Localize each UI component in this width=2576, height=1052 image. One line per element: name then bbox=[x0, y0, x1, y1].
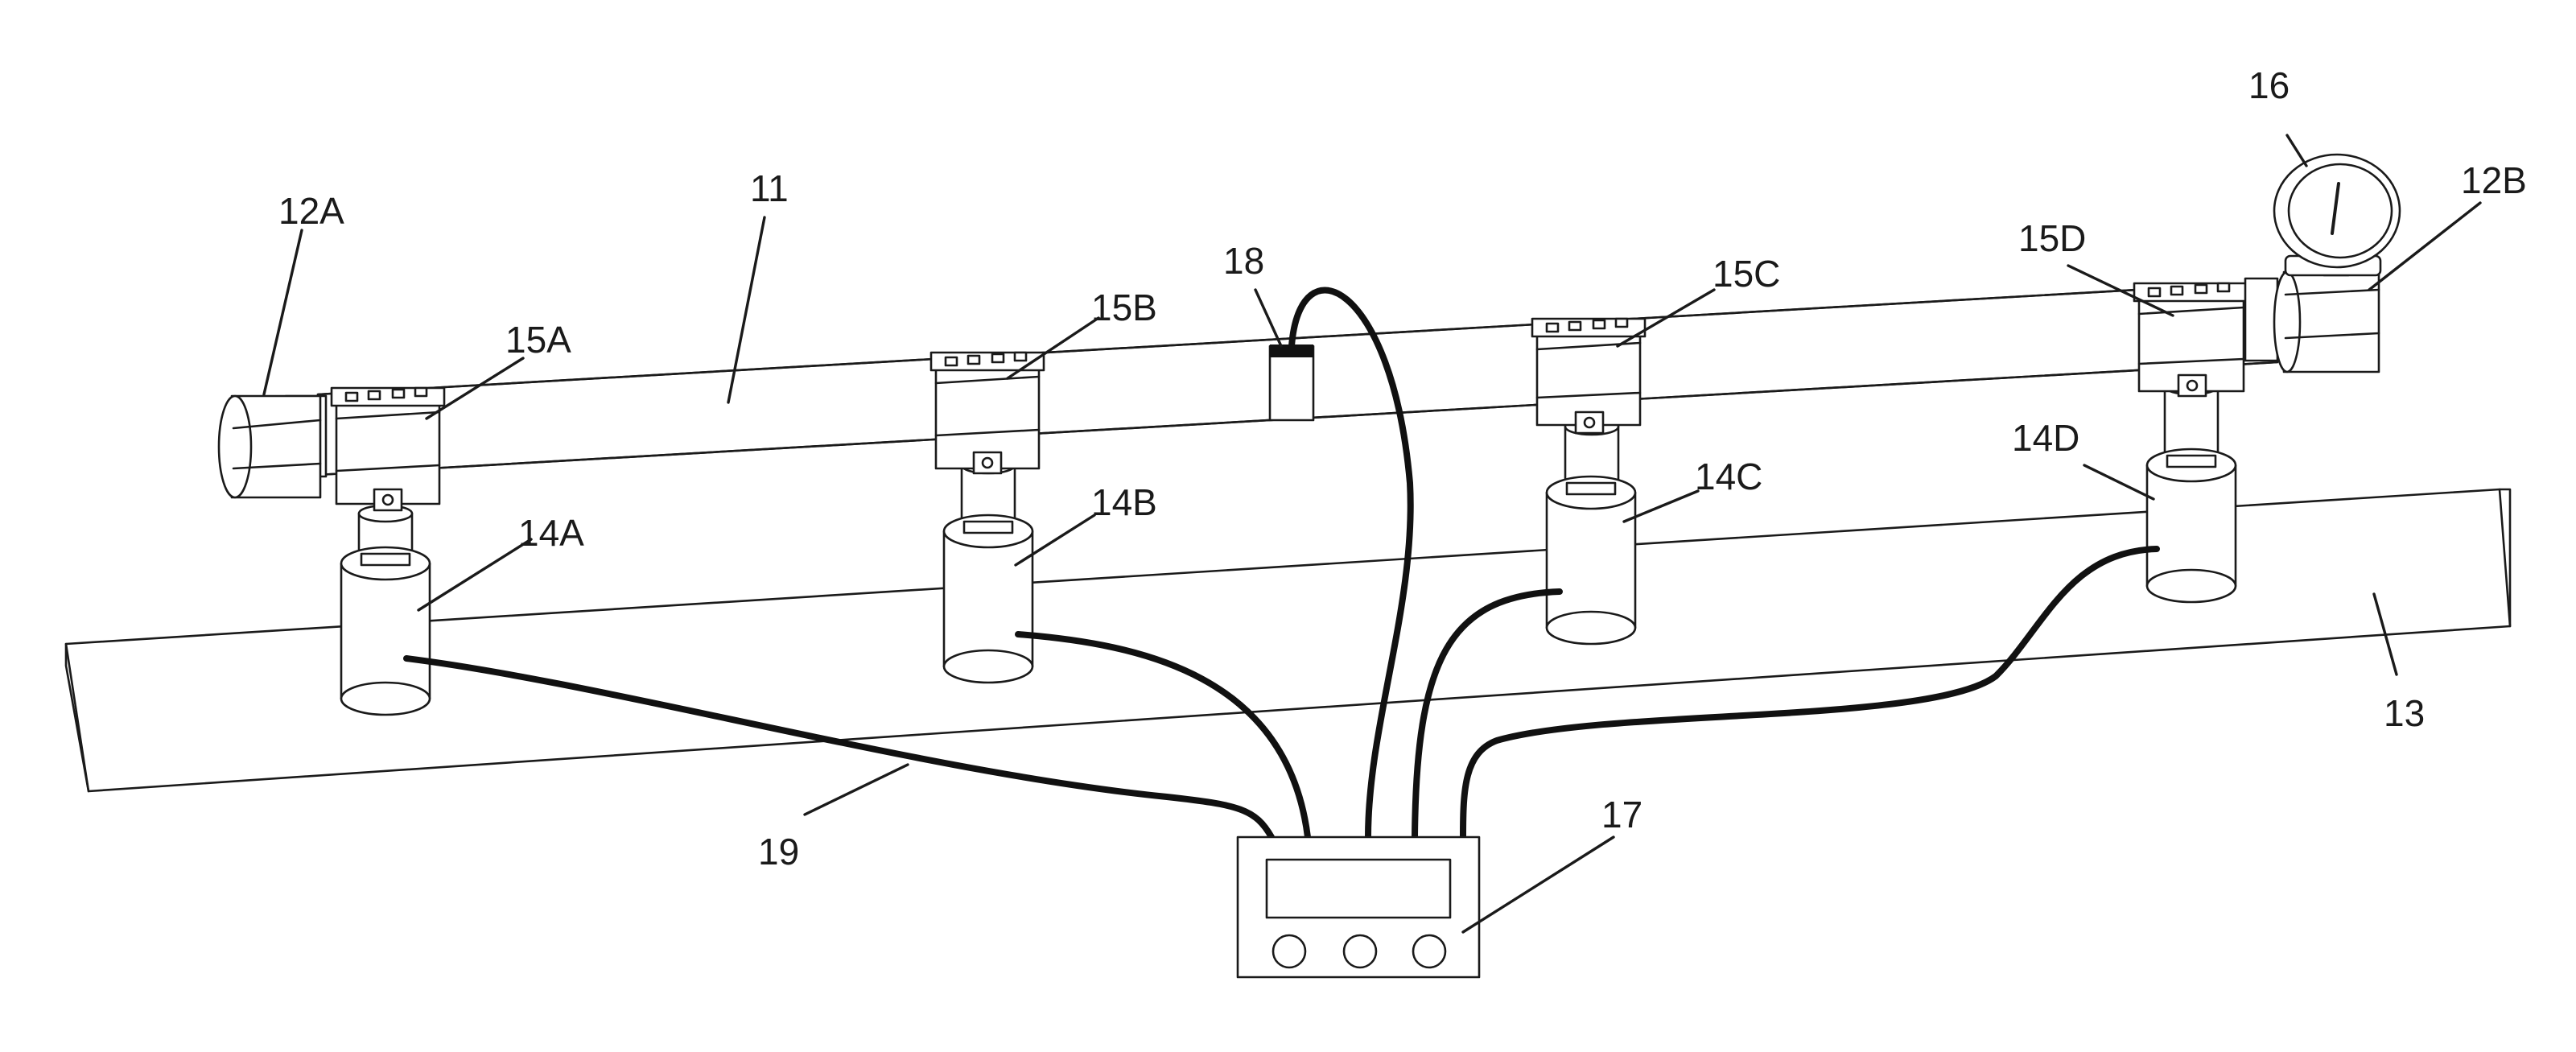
clamp-15a bbox=[332, 388, 444, 510]
label-controller: 17 bbox=[1601, 794, 1642, 835]
end-cap-left bbox=[219, 396, 326, 497]
label-clamp-d: 15D bbox=[2018, 217, 2086, 259]
support-14a bbox=[341, 505, 430, 715]
sensor bbox=[1270, 344, 1313, 420]
label-cable: 19 bbox=[758, 831, 799, 873]
base-plate bbox=[66, 489, 2510, 791]
label-support-d: 14D bbox=[2012, 417, 2079, 459]
label-clamp-c: 15C bbox=[1713, 253, 1780, 295]
label-support-c: 14C bbox=[1695, 456, 1762, 497]
label-end-cap-left: 12A bbox=[278, 190, 344, 232]
label-end-cap-right: 12B bbox=[2461, 159, 2527, 201]
controller bbox=[1238, 837, 1479, 977]
label-clamp-a: 15A bbox=[505, 319, 571, 361]
pressure-gauge bbox=[2274, 155, 2400, 275]
clamp-15c bbox=[1532, 319, 1645, 433]
label-sensor: 18 bbox=[1223, 240, 1264, 282]
label-clamp-b: 15B bbox=[1091, 287, 1157, 328]
support-14c bbox=[1547, 419, 1635, 644]
support-14b bbox=[944, 457, 1032, 683]
label-pressure-gauge: 16 bbox=[2248, 64, 2290, 106]
clamp-15d bbox=[2134, 283, 2248, 396]
support-14d bbox=[2147, 378, 2236, 602]
label-base-plate: 13 bbox=[2384, 692, 2425, 734]
label-support-a: 14A bbox=[518, 512, 584, 554]
end-cap-right bbox=[2245, 272, 2379, 372]
label-pipe: 11 bbox=[750, 167, 789, 209]
label-support-b: 14B bbox=[1091, 481, 1157, 523]
clamp-15b bbox=[931, 353, 1044, 473]
